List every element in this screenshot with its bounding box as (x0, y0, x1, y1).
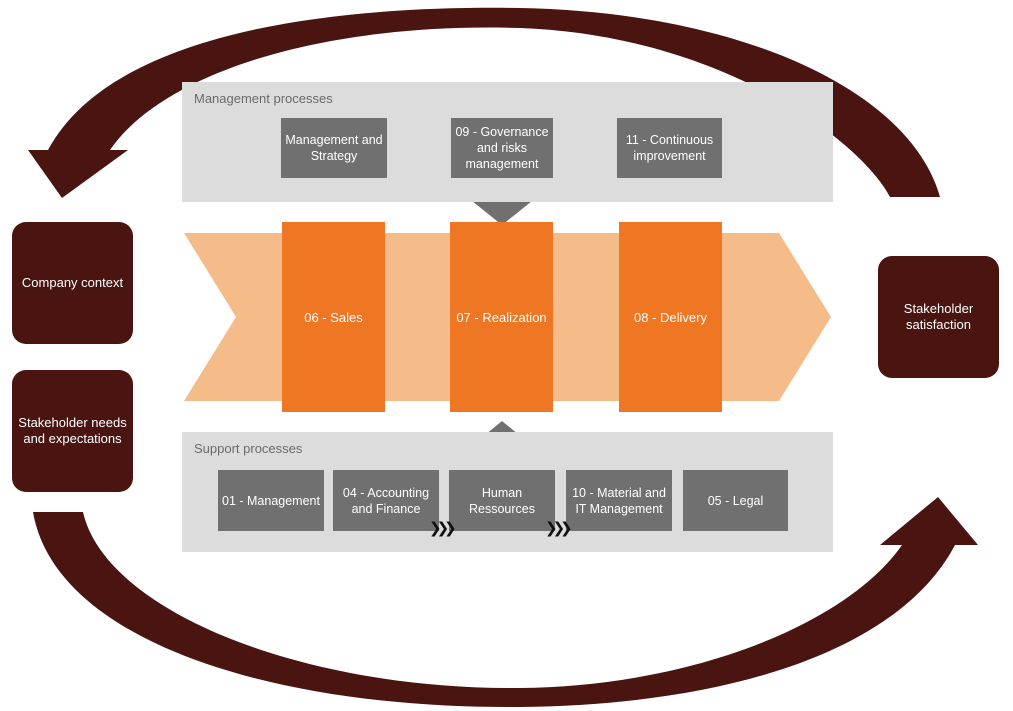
accounting-finance-box: 04 - Accounting and Finance (333, 470, 439, 531)
box-label: 08 - Delivery (634, 309, 707, 325)
box-label: 07 - Realization (456, 309, 547, 325)
chevron-right-icon: ❯❯❯ (545, 520, 573, 537)
delivery-box: 08 - Delivery (619, 222, 722, 412)
box-label: 06 - Sales (304, 309, 363, 325)
continuous-improvement-box: 11 - Continuous improvement (617, 118, 722, 178)
box-label: 04 - Accounting and Finance (342, 485, 430, 516)
realization-box: 07 - Realization (450, 222, 553, 412)
top-cycle-arrow (28, 7, 940, 198)
management-processes-title: Management processes (194, 91, 333, 106)
box-label: 01 - Management (222, 493, 320, 508)
box-label: Management and Strategy (285, 133, 383, 163)
box-label: 05 - Legal (707, 493, 764, 508)
box-label: Human Ressources (469, 485, 535, 516)
legal-box: 05 - Legal (683, 470, 788, 531)
governance-risks-box: 09 - Governance and risks management (451, 118, 553, 178)
box-label: 09 - Governance and risks management (455, 125, 549, 171)
material-it-box: 10 - Material and IT Management (566, 470, 672, 531)
box-label: 11 - Continuous improvement (625, 133, 714, 163)
management-strategy-box: Management and Strategy (281, 118, 387, 178)
bottom-cycle-arrow (33, 497, 978, 708)
box-label: Company context (21, 275, 124, 290)
human-ressources-box: Human Ressources (449, 470, 555, 531)
sales-box: 06 - Sales (282, 222, 385, 412)
management-support-box: 01 - Management (218, 470, 324, 531)
stakeholder-satisfaction-box: Stakeholder satisfaction (878, 256, 999, 378)
box-label: 10 - Material and IT Management (572, 485, 666, 516)
company-context-box: Company context (12, 222, 133, 344)
box-label: Stakeholder satisfaction (903, 301, 974, 332)
support-processes-title: Support processes (194, 441, 303, 456)
box-label: Stakeholder needs and expectations (18, 415, 127, 446)
stakeholder-needs-box: Stakeholder needs and expectations (12, 370, 133, 492)
chevron-right-icon: ❯❯❯ (429, 520, 457, 537)
